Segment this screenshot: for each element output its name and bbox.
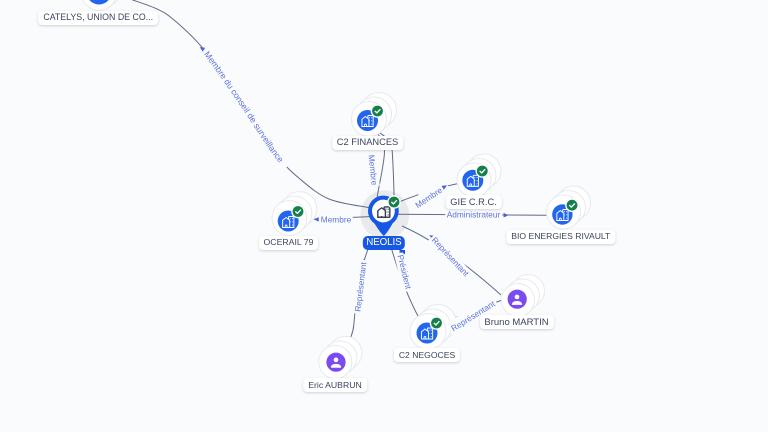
svg-text:Membre du conseil de surveilla: Membre du conseil de surveillance xyxy=(202,49,286,164)
